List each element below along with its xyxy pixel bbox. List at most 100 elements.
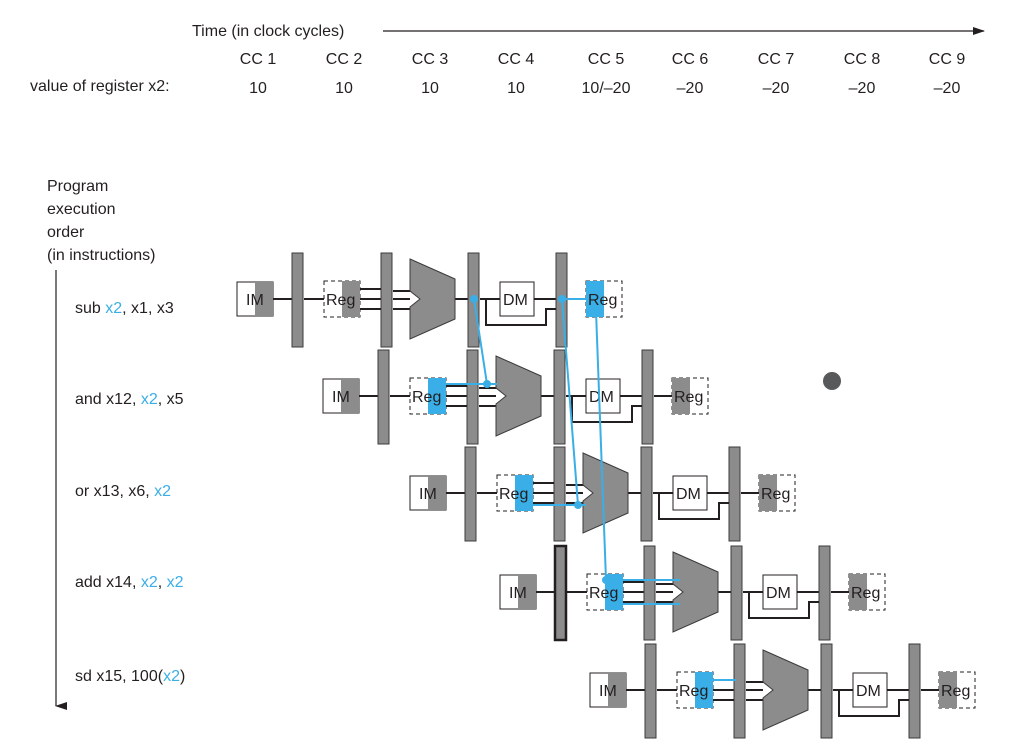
- instruction-text: or x13, x6,: [75, 483, 154, 500]
- register-operand-highlight: x2: [163, 668, 180, 685]
- register-write-label: Reg: [941, 683, 970, 700]
- pipeline-register: [640, 446, 653, 542]
- register-operand-highlight: x2: [154, 483, 171, 500]
- alu: [582, 452, 629, 534]
- instruction-memory-shade: [428, 476, 446, 510]
- register-operand-highlight: x2: [105, 300, 122, 317]
- register-read-label: Reg: [589, 585, 618, 602]
- register-read-label: Reg: [326, 292, 355, 309]
- pipeline-register: [464, 446, 477, 542]
- instruction-text: , x5: [158, 391, 184, 408]
- instruction-memory-label: IM: [599, 683, 617, 700]
- instruction-label: and x12, x2, x5: [75, 391, 184, 408]
- memory-bypass-wire: [658, 493, 729, 520]
- pipeline-register: [818, 545, 831, 641]
- pipeline-register: [908, 643, 921, 739]
- cycle-label: CC 9: [929, 51, 966, 68]
- memory-bypass-wire: [571, 396, 642, 423]
- register-write-shade: [586, 281, 604, 317]
- program-order-line: Program: [47, 178, 108, 195]
- register-write-label: Reg: [851, 585, 880, 602]
- cycle-label: CC 1: [240, 51, 277, 68]
- instruction-memory-shade: [341, 379, 359, 413]
- pipeline-register: [733, 643, 746, 739]
- instruction-text: and x12,: [75, 391, 141, 408]
- forwarding-junction: [592, 307, 600, 315]
- cycle-label: CC 7: [758, 51, 795, 68]
- cycle-label: CC 6: [672, 51, 709, 68]
- register-read-shade: [605, 574, 623, 610]
- register-read-shade: [428, 378, 446, 414]
- instruction-text: ): [180, 668, 185, 685]
- pipeline-register: [553, 544, 568, 642]
- forwarding-junction: [470, 295, 478, 303]
- register-write-shade: [672, 378, 690, 414]
- pipeline-register: [291, 252, 304, 348]
- memory-bypass-wire: [838, 690, 909, 717]
- instruction-label: or x13, x6, x2: [75, 483, 171, 500]
- data-memory-label: DM: [589, 389, 614, 406]
- pipeline-register: [820, 643, 833, 739]
- data-memory: [852, 672, 888, 708]
- forwarding-line: [473, 298, 488, 385]
- cycle-label: CC 2: [326, 51, 363, 68]
- pipeline-register: [553, 446, 566, 542]
- pipeline-register: [643, 545, 656, 641]
- pipeline-register: [377, 349, 390, 445]
- instruction-label: sub x2, x1, x3: [75, 300, 174, 317]
- instruction-text: , x1, x3: [122, 300, 174, 317]
- time-axis-title: Time (in clock cycles): [192, 23, 344, 40]
- register-write-label: Reg: [674, 389, 703, 406]
- instruction-label: add x14, x2, x2: [75, 574, 184, 591]
- instruction-text: ,: [158, 574, 167, 591]
- register-operand-highlight: x2: [141, 391, 158, 408]
- data-memory-label: DM: [766, 585, 791, 602]
- instruction-text: add x14,: [75, 574, 141, 591]
- forwarding-junction: [602, 576, 610, 584]
- register-value: –20: [849, 80, 876, 97]
- data-memory-label: DM: [856, 683, 881, 700]
- register-write-shade: [759, 475, 777, 511]
- pipeline-register: [644, 643, 657, 739]
- pipeline-register: [641, 349, 654, 445]
- pipeline-register: [553, 349, 566, 445]
- register-operand-highlight: x2: [167, 574, 184, 591]
- register-value: 10: [249, 80, 267, 97]
- pipeline-register: [466, 349, 479, 445]
- alu: [409, 258, 456, 340]
- data-memory: [499, 281, 535, 317]
- instruction-text: sd x15, 100(: [75, 668, 164, 685]
- data-memory: [762, 574, 798, 610]
- register-write-shade: [939, 672, 957, 708]
- memory-bypass-wire: [485, 299, 556, 326]
- register-read-shade: [342, 281, 360, 317]
- register-value: 10: [507, 80, 525, 97]
- instruction-memory-shade: [255, 282, 273, 316]
- pipeline-register: [728, 446, 741, 542]
- cycle-label: CC 3: [412, 51, 449, 68]
- alu: [762, 649, 809, 731]
- forwarding-junction: [558, 295, 566, 303]
- register-operand-highlight: x2: [141, 574, 158, 591]
- register-value: –20: [934, 80, 961, 97]
- data-memory-label: DM: [676, 486, 701, 503]
- program-order-line: order: [47, 224, 85, 241]
- register-value-label: value of register x2:: [30, 78, 170, 95]
- program-order-line: (in instructions): [47, 247, 155, 264]
- instruction-memory-label: IM: [419, 486, 437, 503]
- instruction-memory-label: IM: [246, 292, 264, 309]
- register-read-label: Reg: [412, 389, 441, 406]
- register-value: 10: [421, 80, 439, 97]
- data-memory: [672, 475, 708, 511]
- data-memory: [585, 378, 621, 414]
- instruction-memory-label: IM: [332, 389, 350, 406]
- cycle-label: CC 5: [588, 51, 625, 68]
- register-write-label: Reg: [761, 486, 790, 503]
